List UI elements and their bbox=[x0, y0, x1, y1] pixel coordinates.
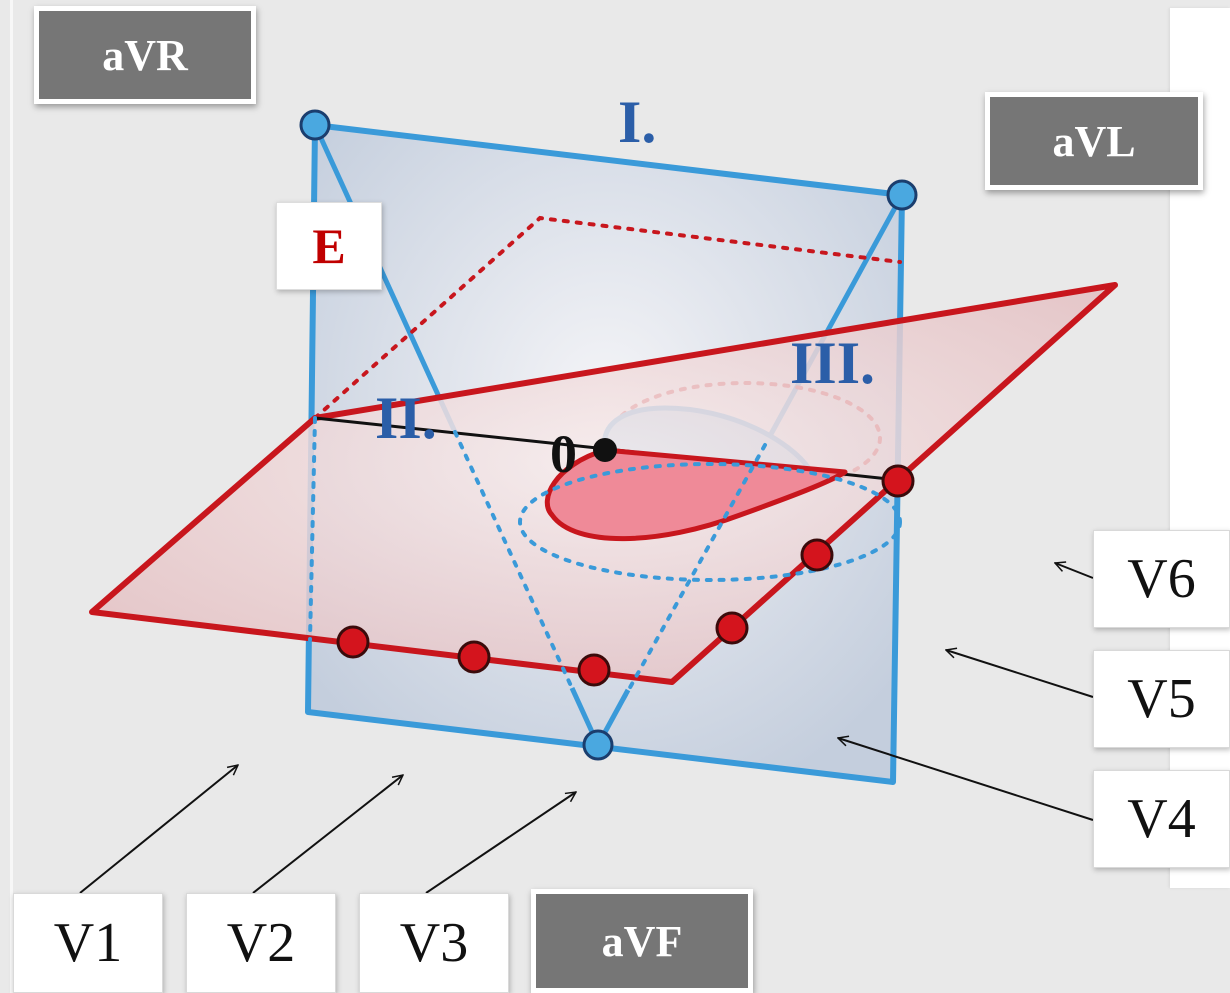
arrow-v4 bbox=[838, 738, 1094, 821]
arrow-v1 bbox=[79, 765, 238, 894]
electrode-v6 bbox=[881, 464, 915, 498]
frontal-loop-outline bbox=[518, 462, 902, 582]
electrode-v5 bbox=[800, 538, 834, 572]
lead-box-aVF: aVF bbox=[531, 889, 753, 993]
electrode-right-arm bbox=[299, 109, 331, 141]
electrode-left-leg bbox=[582, 729, 614, 761]
lead-box-V1: V1 bbox=[13, 893, 163, 993]
electrode-v2 bbox=[457, 640, 491, 674]
origin-point bbox=[593, 438, 617, 462]
axis-label-II: II. bbox=[375, 385, 437, 451]
frontal-plane-hidden-edge bbox=[308, 416, 317, 642]
lead-box-V5: V5 bbox=[1093, 650, 1230, 748]
electrode-left-arm bbox=[886, 179, 918, 211]
lead-box-V2: V2 bbox=[186, 893, 336, 993]
lead-II-line-upper bbox=[312, 123, 458, 434]
lead-box-aVL: aVL bbox=[985, 92, 1203, 190]
horizontal-plane-hidden-edge bbox=[313, 215, 902, 420]
origin-label: 0 bbox=[550, 424, 577, 484]
lead-box-V6: V6 bbox=[1093, 530, 1230, 628]
axis-label-III: III. bbox=[790, 330, 875, 396]
left-edge-rule bbox=[10, 0, 13, 993]
electrode-v3 bbox=[577, 653, 611, 687]
lead-box-aVR: aVR bbox=[34, 6, 256, 104]
electrode-v1 bbox=[336, 625, 370, 659]
arrow-v6 bbox=[1055, 563, 1094, 579]
lead-box-V3: V3 bbox=[359, 893, 509, 993]
lead-box-V4: V4 bbox=[1093, 770, 1230, 868]
arrow-v3 bbox=[425, 792, 576, 894]
plane-label-E: E bbox=[276, 202, 382, 290]
arrow-v5 bbox=[946, 650, 1094, 698]
electrode-v4 bbox=[715, 611, 749, 645]
arrow-v2 bbox=[252, 775, 403, 894]
axis-label-I: I. bbox=[618, 89, 656, 155]
